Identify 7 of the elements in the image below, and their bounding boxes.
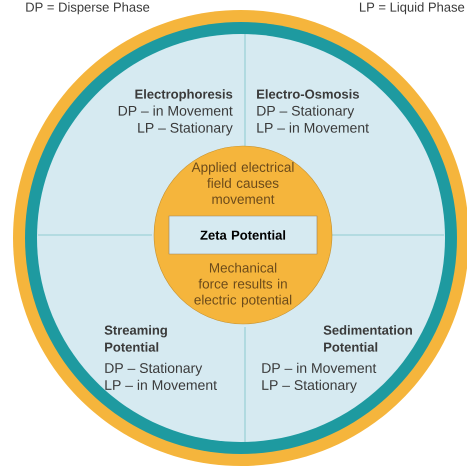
quadrant-text: Electrophoresis DP – in Movement LP – Stationary — [118, 89, 233, 136]
quadrant-text: Electro-Osmosis DP – Stationary LP – in Movement — [257, 89, 369, 133]
legend-note: DP = Disperse Phase — [26, 2, 150, 14]
legend-note: LP = Liquid Phase — [360, 2, 464, 14]
title-box: Zeta Potential — [168, 216, 318, 254]
quadrant-text: Streaming Potential DP – Stationary LP – in Movement — [104, 325, 217, 390]
quadrant-text: Sedimentation Potential DP – in Movement LP – Stationary — [262, 325, 412, 393]
